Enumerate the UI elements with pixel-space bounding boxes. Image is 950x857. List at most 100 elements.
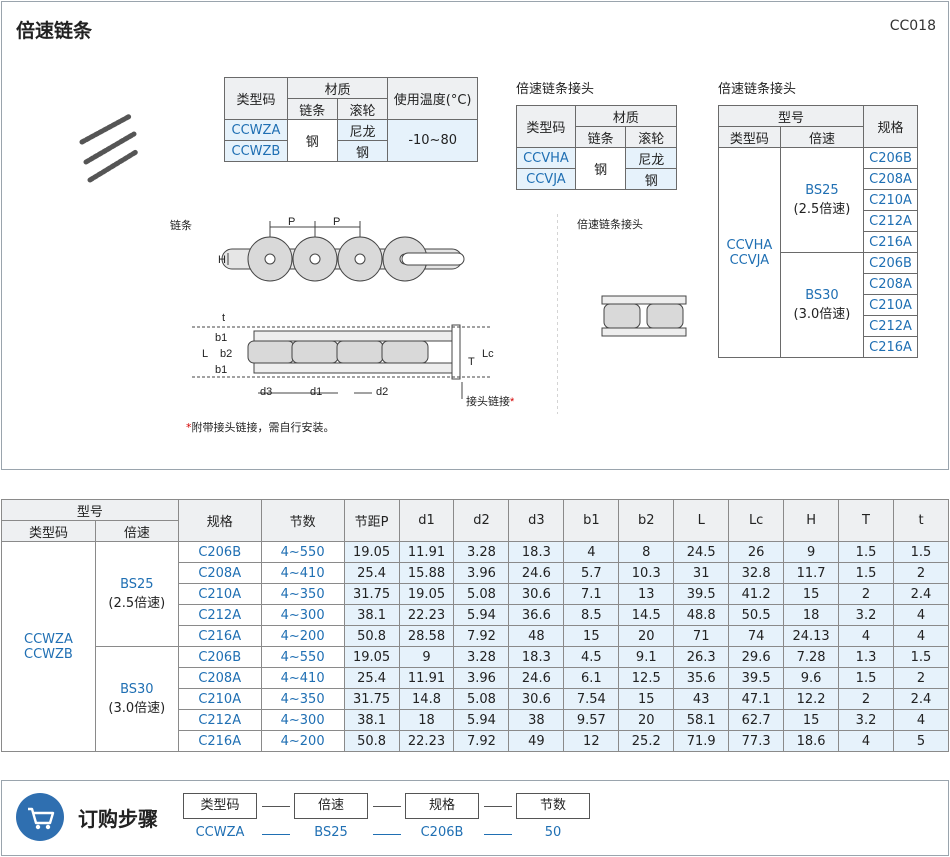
speed-cell: BS30(3.0倍速) xyxy=(779,252,865,358)
chain-drawing: 链条 P P H t L b1 b2 b1 T Lc d3 d1 d2 接头链接… xyxy=(170,216,515,408)
value-cell: 15 xyxy=(783,583,840,605)
value-cell: 25.4 xyxy=(343,562,400,584)
value-cell: 26 xyxy=(728,541,785,563)
value-cell: 9 xyxy=(783,541,840,563)
value-cell: 11.91 xyxy=(398,667,455,689)
value-cell: 48.8 xyxy=(673,604,730,626)
value-cell: 5.7 xyxy=(563,562,620,584)
step-speed-box: 倍速 xyxy=(294,793,368,819)
header-roller: 滚轮 xyxy=(336,98,389,120)
value-cell: 32.8 xyxy=(728,562,785,584)
dim-l: L xyxy=(202,348,208,360)
link-label: 接头链接* xyxy=(466,394,515,408)
speed-ratio: (3.0倍速) xyxy=(108,701,166,716)
count-cell: 4~550 xyxy=(260,541,345,563)
type-code: CCVHA xyxy=(516,147,576,169)
header-d2: d2 xyxy=(453,499,510,542)
value-cell: 38.1 xyxy=(343,709,400,731)
chain-material: 钢 xyxy=(286,119,338,162)
page-title: 倍速链条 xyxy=(16,20,93,42)
value-cell: 30.6 xyxy=(508,688,565,710)
header-spec: 规格 xyxy=(863,105,918,148)
spec-cell: C206B xyxy=(177,541,262,563)
value-cell: 11.91 xyxy=(398,541,455,563)
dim-b1: b1 xyxy=(215,332,227,344)
spec-cell: C210A xyxy=(177,583,262,605)
roller-material: 尼龙 xyxy=(336,119,389,141)
header-Lc: Lc xyxy=(728,499,785,542)
value-cell: 12.2 xyxy=(783,688,840,710)
dim-h: H xyxy=(218,254,226,266)
speed-cell: BS30 (3.0倍速) xyxy=(94,646,179,752)
header-spec: 规格 xyxy=(177,499,262,542)
dim-p: P xyxy=(333,216,340,228)
count-cell: 4~350 xyxy=(260,583,345,605)
spec-table: 型号 规格 节数 节距P d1 d2 d3 b1 b2 L Lc H T t 类… xyxy=(1,499,950,752)
count-cell: 4~300 xyxy=(260,604,345,626)
value-cell: 2 xyxy=(892,667,950,689)
value-cell: 11.7 xyxy=(783,562,840,584)
type-code: CCWZB xyxy=(224,140,288,162)
value-cell: 5.08 xyxy=(453,688,510,710)
header-b2: b2 xyxy=(618,499,675,542)
step-spec-value: C206B xyxy=(420,825,464,840)
spec-cell: C208A xyxy=(863,168,918,190)
count-cell: 4~550 xyxy=(260,646,345,668)
value-cell: 31.75 xyxy=(343,583,400,605)
order-title: 订购步骤 xyxy=(78,807,158,831)
step-spec-box: 规格 xyxy=(405,793,479,819)
value-cell: 39.5 xyxy=(728,667,785,689)
speed-code: BS30 xyxy=(805,288,839,303)
value-cell: 7.1 xyxy=(563,583,620,605)
spec-cell: C216A xyxy=(863,231,918,253)
value-cell: 26.3 xyxy=(673,646,730,668)
value-cell: 1.5 xyxy=(838,562,894,584)
step-connector xyxy=(484,834,512,835)
value-cell: 2.4 xyxy=(892,688,950,710)
value-cell: 8 xyxy=(618,541,675,563)
value-cell: 58.1 xyxy=(673,709,730,731)
cart-icon xyxy=(16,793,64,841)
value-cell: 7.92 xyxy=(453,730,510,752)
value-cell: 5.08 xyxy=(453,583,510,605)
value-cell: 48 xyxy=(508,625,565,647)
value-cell: 24.6 xyxy=(508,667,565,689)
dim-b1: b1 xyxy=(215,364,227,376)
value-cell: 12 xyxy=(563,730,620,752)
count-cell: 4~300 xyxy=(260,709,345,731)
value-cell: 1.5 xyxy=(838,667,894,689)
value-cell: 20 xyxy=(618,709,675,731)
temp-range: -10~80 xyxy=(387,119,478,162)
header-chain: 链条 xyxy=(286,98,338,120)
value-cell: 15 xyxy=(783,709,840,731)
value-cell: 15.88 xyxy=(398,562,455,584)
value-cell: 20 xyxy=(618,625,675,647)
value-cell: 19.05 xyxy=(343,646,400,668)
header-type: 类型码 xyxy=(1,520,96,542)
type-code: CCVHA xyxy=(726,237,773,253)
spec-cell: C216A xyxy=(863,336,918,358)
value-cell: 3.2 xyxy=(838,709,894,731)
joint-drawing-label: 倍速链条接头 xyxy=(577,217,643,231)
product-code: CC018 xyxy=(889,18,936,34)
value-cell: 3.96 xyxy=(453,562,510,584)
step-connector xyxy=(262,834,290,835)
value-cell: 12.5 xyxy=(618,667,675,689)
header-temp: 使用温度(°C) xyxy=(387,77,478,120)
speed-code: BS30 xyxy=(120,682,154,697)
value-cell: 71.9 xyxy=(673,730,730,752)
value-cell: 7.54 xyxy=(563,688,620,710)
spec-cell: C206B xyxy=(177,646,262,668)
joint-drawing: 倍速链条接头 xyxy=(557,214,687,414)
header-material: 材质 xyxy=(574,105,678,127)
value-cell: 31.75 xyxy=(343,688,400,710)
speed-code: BS25 xyxy=(805,183,839,198)
value-cell: 3.28 xyxy=(453,541,510,563)
value-cell: 25.4 xyxy=(343,667,400,689)
header-H: H xyxy=(783,499,840,542)
value-cell: 7.92 xyxy=(453,625,510,647)
value-cell: 1.5 xyxy=(892,646,950,668)
